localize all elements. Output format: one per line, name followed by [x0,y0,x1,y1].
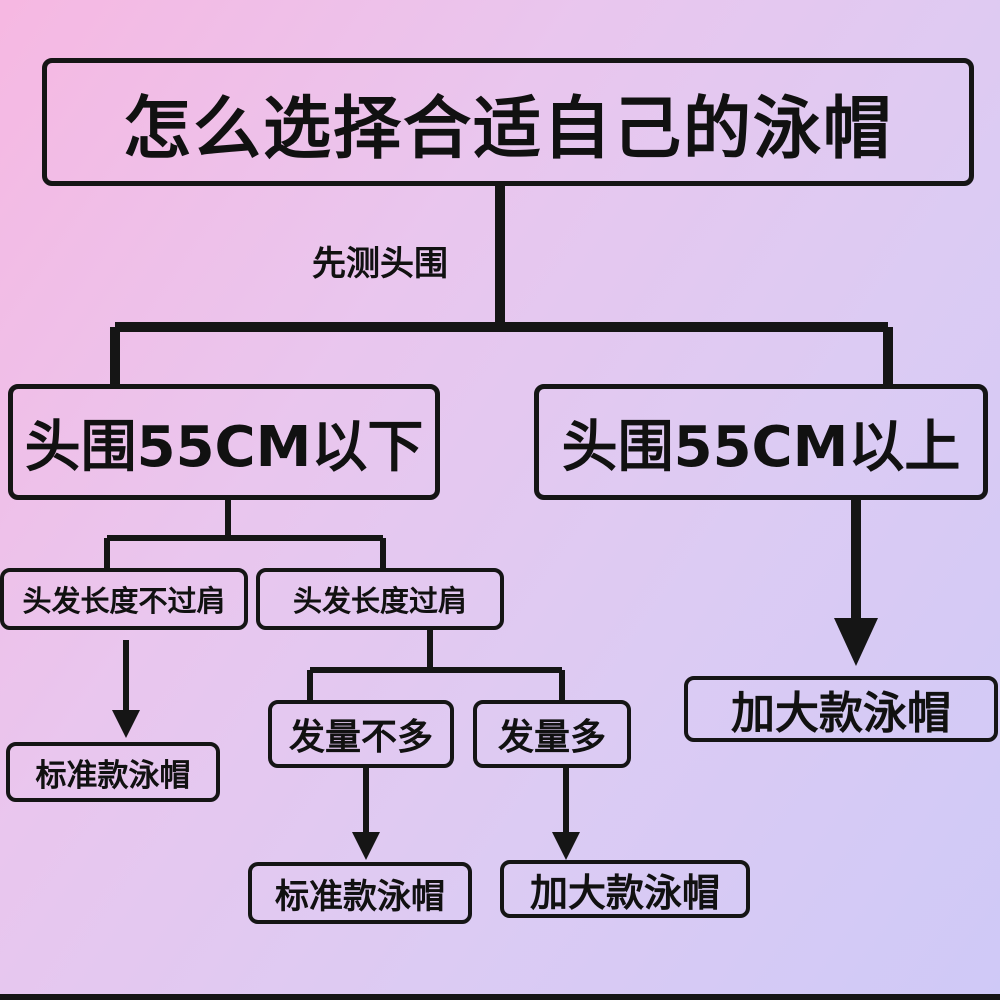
arrow-head-hair-short [112,710,140,738]
hair-short-box: 头发长度不过肩 [0,568,248,630]
branch-under-text: 头围55CM以下 [24,414,424,480]
result-standard-text-b: 标准款泳帽 [275,876,445,917]
result-large-box-b: 加大款泳帽 [684,676,998,742]
step-label: 先测头围 [312,244,448,284]
volume-high-text: 发量多 [497,717,606,758]
volume-low-text: 发量不多 [288,717,433,758]
arrow-head-volume-low [352,832,380,860]
result-large-text-a: 加大款泳帽 [529,870,720,915]
result-standard-box-a: 标准款泳帽 [6,742,220,802]
result-large-box-a: 加大款泳帽 [500,860,750,918]
branch-over-box: 头围55CM以上 [534,384,988,500]
result-large-text-b: 加大款泳帽 [731,688,951,739]
title-box: 怎么选择合适自己的泳帽 [42,58,974,186]
branch-over-text: 头围55CM以上 [561,414,961,480]
title-text: 怎么选择合适自己的泳帽 [122,89,893,169]
volume-high-box: 发量多 [473,700,631,768]
hair-long-text: 头发长度过肩 [292,584,467,618]
hair-short-text: 头发长度不过肩 [22,584,226,618]
branch-under-box: 头围55CM以下 [8,384,440,500]
arrow-head-over [834,618,878,666]
bottom-divider [0,994,1000,1000]
arrow-head-volume-high [552,832,580,860]
hair-long-box: 头发长度过肩 [256,568,504,630]
result-standard-text-a: 标准款泳帽 [35,757,191,794]
volume-low-box: 发量不多 [268,700,454,768]
result-standard-box-b: 标准款泳帽 [248,862,472,924]
